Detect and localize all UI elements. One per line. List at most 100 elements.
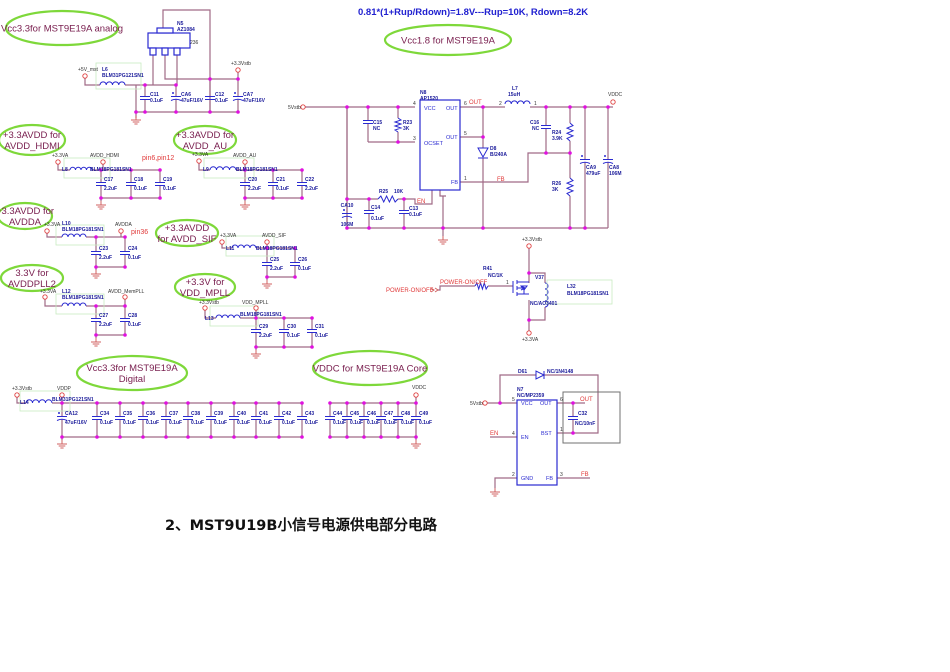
page-title: 2、MST9U19B小信号电源供电部分电路 <box>165 516 437 534</box>
cap-value: 0.1uF <box>237 420 250 426</box>
junction-dot <box>123 304 127 308</box>
note-text: 3.3V for <box>15 268 48 279</box>
junction-dot <box>123 235 127 239</box>
diode-value: NC/1N4148 <box>547 369 573 375</box>
output-net-label: VDDC <box>412 385 427 391</box>
footprint-outline <box>209 305 259 327</box>
capacitor <box>161 416 171 420</box>
wire <box>57 164 70 171</box>
junction-dot <box>300 435 304 439</box>
junction-dot <box>271 168 275 172</box>
junction-dot <box>527 271 531 275</box>
output-net-label: AVDD_AU <box>233 153 257 159</box>
cap-ref: C31 <box>315 324 324 330</box>
capacitor <box>376 416 386 420</box>
junction-dot <box>282 316 286 320</box>
cap-value: 0.1uF <box>123 420 136 426</box>
junction-dot <box>143 83 147 87</box>
net-port-icon <box>264 239 270 245</box>
zener-diode-icon <box>477 147 489 159</box>
ground-icon <box>438 236 448 245</box>
ground-icon <box>411 440 421 449</box>
cap-ref: C47 <box>384 411 393 417</box>
ground-icon <box>96 201 106 210</box>
capacitor <box>251 329 261 333</box>
input-net-label: 5Vstb <box>470 401 483 407</box>
res-ref: R23 <box>403 120 412 126</box>
cap-ref: C38 <box>191 411 200 417</box>
junction-dot <box>94 304 98 308</box>
mosfet-value: NC/AO3401 <box>530 301 557 307</box>
pin-number: 3 <box>560 472 563 478</box>
footprint-outline <box>95 62 142 90</box>
ground-icon <box>411 440 421 449</box>
note-text: +3.3AVDD for <box>0 206 54 217</box>
junction-dot <box>481 226 485 230</box>
junction-dot <box>300 168 304 172</box>
cap-ref: C12 <box>215 92 224 98</box>
capacitor <box>541 125 551 129</box>
power-on-off-port: POWER-ON/OFF <box>386 288 434 294</box>
junction-dot <box>441 226 445 230</box>
capacitor <box>364 210 374 214</box>
ic-pin-bst: BST <box>541 431 552 437</box>
res-value: 3K <box>403 126 410 132</box>
junction-dot <box>414 401 418 405</box>
cap-value: 0.1uF <box>282 420 295 426</box>
net-port-icon <box>59 392 65 398</box>
cap-value: 0.1uF <box>191 420 204 426</box>
inductor-value: 15uH <box>508 92 521 98</box>
regulator-pin <box>173 47 181 56</box>
inductor <box>209 166 237 171</box>
cap-ref: C34 <box>100 411 109 417</box>
junction-dot <box>481 105 485 109</box>
en-label: EN <box>417 199 425 205</box>
junction-dot <box>94 265 98 269</box>
junction-dot <box>544 105 548 109</box>
junction-dot <box>345 105 349 109</box>
wire <box>439 190 446 197</box>
cap-value: 0.1uF <box>315 333 328 339</box>
net-port-icon <box>122 294 128 300</box>
junction-dot <box>282 345 286 349</box>
pin-note: pin6,pin12 <box>142 155 174 162</box>
p-mosfet-icon <box>512 280 529 296</box>
footprint-outline <box>546 279 613 305</box>
junction-dot <box>95 401 99 405</box>
note-bubble <box>0 123 67 157</box>
junction-dot <box>208 77 212 81</box>
input-net-label: +3.3VA <box>40 289 57 295</box>
note-bubble <box>75 354 189 392</box>
inductor-value: BLM18PG181SN1 <box>567 291 609 297</box>
input-net-label: +3.3VA <box>220 233 237 239</box>
junction-dot <box>396 401 400 405</box>
junction-dot <box>402 197 406 201</box>
capacitor <box>325 416 335 420</box>
pin-number: 6 <box>464 101 467 107</box>
wire <box>221 244 232 249</box>
res-ref: R24 <box>552 130 561 136</box>
junction-dot <box>396 105 400 109</box>
ground-icon <box>251 350 261 359</box>
junction-dot <box>60 435 64 439</box>
cap-ref: C43 <box>305 411 314 417</box>
cap-ref: C35 <box>123 411 132 417</box>
junction-dot <box>141 435 145 439</box>
note-text: AVDDA <box>9 217 42 228</box>
resistor <box>474 281 489 291</box>
junction-dot <box>265 275 269 279</box>
wire <box>544 374 599 434</box>
cap-value: 47uF/16V <box>65 420 88 426</box>
note-bubble <box>311 349 429 387</box>
junction-dot <box>243 196 247 200</box>
pin-number: 5 <box>512 397 515 403</box>
net-port-icon <box>300 104 306 110</box>
ic-pin-out: OUT <box>446 106 458 112</box>
net-port-icon <box>82 73 88 79</box>
resistor <box>565 177 575 197</box>
cap-ref: C48 <box>401 411 410 417</box>
junction-dot <box>568 151 572 155</box>
junction-dot <box>158 168 162 172</box>
cap-value: 106M <box>341 222 354 228</box>
inductor-ref: L14 <box>20 400 29 406</box>
